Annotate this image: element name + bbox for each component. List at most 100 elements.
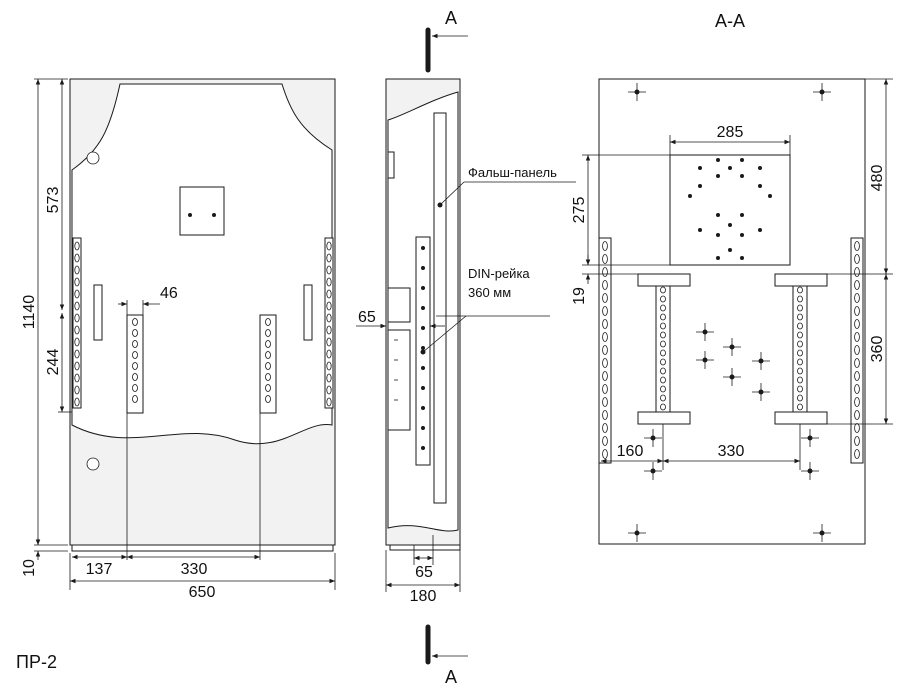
perforation-hole [326, 337, 332, 347]
perforation-hole [660, 349, 666, 357]
perforation-hole [74, 241, 80, 251]
plate-hole [716, 158, 720, 162]
plate-hole [698, 228, 702, 232]
plate-hole [740, 158, 744, 162]
cross-mark-dot [634, 530, 640, 536]
perforation-hole [74, 301, 80, 311]
rail-dot [421, 246, 425, 250]
perforation-hole [132, 351, 138, 359]
perforation-hole [74, 253, 80, 263]
perforation-hole [797, 322, 803, 330]
perforation-hole [660, 313, 666, 321]
mount-hole-bottom [86, 457, 100, 471]
mount-hole-top [86, 151, 100, 165]
perforation-hole [797, 358, 803, 366]
cross-mark-dot [634, 89, 640, 95]
plate-hole [698, 166, 702, 170]
rail-dot [421, 346, 425, 350]
perforation-hole [265, 384, 271, 392]
din-rail-label: DIN-рейка [468, 266, 530, 281]
dim-lower: 244 [45, 349, 62, 376]
cross-mark-dot [729, 374, 735, 380]
cross-mark-dot [702, 357, 708, 363]
perforation-hole [602, 293, 608, 303]
section-marker-bottom: А [445, 667, 457, 687]
perforation-hole [602, 319, 608, 329]
dim-plate-width: 285 [717, 124, 744, 141]
perforation-hole [326, 289, 332, 299]
perforation-hole [854, 410, 860, 420]
plate-hole [740, 233, 744, 237]
perforation-hole [132, 340, 138, 348]
perforation-hole [74, 325, 80, 335]
dim-width: 650 [189, 584, 216, 601]
perforation-hole [797, 286, 803, 294]
perforation-hole [660, 358, 666, 366]
plate-hole [698, 184, 702, 188]
rail-dot [421, 266, 425, 270]
dim-left-rail: 160 [617, 443, 644, 460]
dim-height: 1140 [21, 295, 38, 330]
perforation-hole [660, 340, 666, 348]
perforation-hole [265, 395, 271, 403]
plate-hole [768, 194, 772, 198]
cross-mark-dot [807, 468, 813, 474]
perforation-hole [854, 241, 860, 251]
perforation-hole [854, 267, 860, 277]
dim-slot-width: 46 [160, 285, 178, 302]
plate-hole [728, 248, 732, 252]
false-panel [433, 112, 447, 504]
section-title: А-А [715, 11, 745, 31]
section-view: А-А 285 275 19 [571, 11, 893, 545]
perforation-hole [854, 332, 860, 342]
perforation-hole [797, 385, 803, 393]
perforation-hole [602, 241, 608, 251]
perforation-hole [602, 267, 608, 277]
perforation-hole [74, 397, 80, 407]
perforation-hole [797, 331, 803, 339]
plate-hole [740, 256, 744, 260]
perforation-hole [797, 349, 803, 357]
perforation-hole [602, 384, 608, 394]
center-box [179, 186, 225, 236]
rail-dot [421, 446, 425, 450]
plate-hole [716, 233, 720, 237]
perforation-hole [660, 322, 666, 330]
plate-hole [728, 223, 732, 227]
cross-mark-dot [819, 530, 825, 536]
perforation-hole [854, 397, 860, 407]
perforation-hole [326, 361, 332, 371]
plate-hole [758, 166, 762, 170]
perforation-hole [660, 394, 666, 402]
plate-hole [758, 184, 762, 188]
perforation-hole [602, 423, 608, 433]
plate-hole [716, 256, 720, 260]
perforation-hole [265, 329, 271, 337]
perforation-hole [265, 318, 271, 326]
perforation-hole [326, 313, 332, 323]
perforation-hole [854, 254, 860, 264]
perforation-hole [854, 449, 860, 459]
perforation-hole [854, 306, 860, 316]
perforation-hole [265, 351, 271, 359]
perforation-hole [132, 373, 138, 381]
perforation-hole [74, 373, 80, 383]
left-slot [93, 284, 103, 341]
plate-hole [716, 213, 720, 217]
mounting-plate [669, 154, 791, 266]
perforation-hole [602, 358, 608, 368]
perforation-hole [132, 318, 138, 326]
perforation-hole [854, 280, 860, 290]
perforation-hole [797, 304, 803, 312]
perforation-hole [326, 349, 332, 359]
plate-hole [740, 213, 744, 217]
perforation-hole [74, 277, 80, 287]
perforation-hole [326, 253, 332, 263]
perforation-hole [132, 329, 138, 337]
perforation-hole [660, 385, 666, 393]
false-panel-label: Фальш-панель [468, 165, 557, 180]
perforation-hole [326, 301, 332, 311]
perforation-hole [74, 337, 80, 347]
dim-left-offset: 137 [86, 561, 113, 578]
